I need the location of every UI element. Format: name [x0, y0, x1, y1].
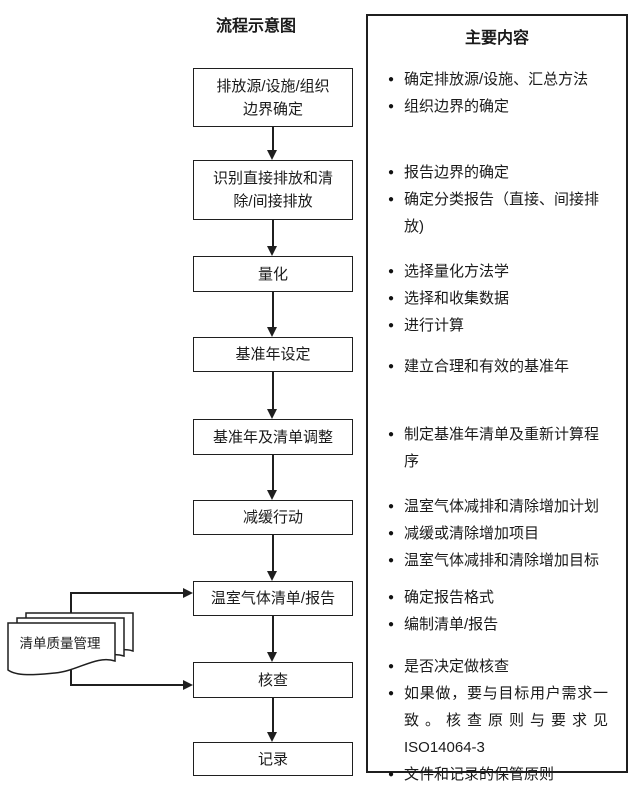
- elbow-connector-bottom: [70, 669, 72, 685]
- bullet-icon: ●: [387, 74, 395, 85]
- down-arrow-icon: [268, 292, 277, 337]
- flow-box-ghg-inventory-report: 温室气体清单/报告: [193, 581, 353, 616]
- elbow-connector-top: [70, 592, 183, 594]
- bullet-icon: ●: [387, 320, 395, 331]
- flow-box-records: 记录: [193, 742, 353, 776]
- content-panel: 主要内容 ●确定排放源/设施、汇总方法 ●组织边界的确定 ●报告边界的确定 ●确…: [366, 14, 628, 783]
- down-arrow-icon: [268, 698, 277, 742]
- bullet-icon: ●: [387, 266, 395, 277]
- down-arrow-icon: [268, 372, 277, 419]
- bullet-icon: ●: [387, 194, 395, 205]
- bullet-icon: ●: [387, 501, 395, 512]
- right-arrow-icon: [183, 587, 193, 598]
- bullet-item: ●组织边界的确定: [378, 93, 620, 120]
- flow-box-base-year-inventory-adjustment: 基准年及清单调整: [193, 419, 353, 455]
- right-arrow-icon: [183, 679, 193, 690]
- bullet-item: ●温室气体减排和清除增加目标: [378, 547, 620, 574]
- bullet-icon: ●: [387, 429, 395, 440]
- content-group-report: ●确定报告格式 ●编制清单/报告: [378, 584, 620, 638]
- flow-box-identify-emissions: 识别直接排放和清 除/间接排放: [193, 160, 353, 220]
- content-group-mitigation: ●温室气体减排和清除增加计划 ●减缓或清除增加项目 ●温室气体减排和清除增加目标: [378, 493, 620, 574]
- bullet-icon: ●: [387, 101, 395, 112]
- content-group-verification: ●是否决定做核查 ●如果做，要与目标用户需求一致。核查原则与要求见 ISO140…: [378, 653, 620, 788]
- bullet-item: ●确定分类报告（直接、间接排放): [378, 186, 620, 240]
- bullet-icon: ●: [387, 688, 395, 699]
- bullet-icon: ●: [387, 555, 395, 566]
- bullet-icon: ●: [387, 661, 395, 672]
- bullet-item: ●是否决定做核查: [378, 653, 620, 680]
- down-arrow-icon: [268, 127, 277, 160]
- document-shape-label: 清单质量管理: [19, 636, 101, 651]
- bullet-item: ●如果做，要与目标用户需求一致。核查原则与要求见 ISO14064-3: [378, 680, 620, 761]
- bullet-icon: ●: [387, 167, 395, 178]
- bullet-item: ●选择量化方法学: [378, 258, 620, 285]
- flow-box-mitigation-actions: 减缓行动: [193, 500, 353, 535]
- bullet-item: ●建立合理和有效的基准年: [378, 353, 620, 380]
- bullet-item: ●报告边界的确定: [378, 159, 620, 186]
- flow-box-base-year-setting: 基准年设定: [193, 337, 353, 372]
- bullet-item: ●制定基准年清单及重新计算程序: [378, 421, 620, 475]
- bullet-item: ●编制清单/报告: [378, 611, 620, 638]
- down-arrow-icon: [268, 220, 277, 256]
- bullet-item: ●选择和收集数据: [378, 285, 620, 312]
- bullet-item: ●确定排放源/设施、汇总方法: [378, 66, 620, 93]
- bullet-icon: ●: [387, 528, 395, 539]
- elbow-connector-top: [70, 592, 72, 617]
- content-group-base-year: ●建立合理和有效的基准年: [378, 353, 620, 380]
- content-group-quantification: ●选择量化方法学 ●选择和收集数据 ●进行计算: [378, 258, 620, 339]
- bullet-item: ●减缓或清除增加项目: [378, 520, 620, 547]
- flow-box-boundary-determination: 排放源/设施/组织 边界确定: [193, 68, 353, 127]
- bullet-icon: ●: [387, 293, 395, 304]
- flow-box-verification: 核查: [193, 662, 353, 698]
- bullet-icon: ●: [387, 361, 395, 372]
- down-arrow-icon: [268, 616, 277, 662]
- bullet-item: ●进行计算: [378, 312, 620, 339]
- content-group-identify: ●报告边界的确定 ●确定分类报告（直接、间接排放): [378, 159, 620, 240]
- flow-box-quantification: 量化: [193, 256, 353, 292]
- bullet-item: ●温室气体减排和清除增加计划: [378, 493, 620, 520]
- content-group-boundary: ●确定排放源/设施、汇总方法 ●组织边界的确定: [378, 66, 620, 120]
- bullet-icon: ●: [387, 592, 395, 603]
- flow-column-title: 流程示意图: [215, 18, 296, 35]
- down-arrow-icon: [268, 535, 277, 581]
- content-panel-title: 主要内容: [464, 30, 529, 47]
- multi-document-icon: [7, 612, 134, 676]
- content-group-adjustment: ●制定基准年清单及重新计算程序: [378, 421, 620, 475]
- bullet-icon: ●: [387, 619, 395, 630]
- down-arrow-icon: [268, 455, 277, 500]
- bullet-item: ●确定报告格式: [378, 584, 620, 611]
- bullet-icon: ●: [387, 769, 395, 780]
- bullet-item: ●文件和记录的保管原则: [378, 761, 620, 788]
- elbow-connector-bottom: [70, 684, 183, 686]
